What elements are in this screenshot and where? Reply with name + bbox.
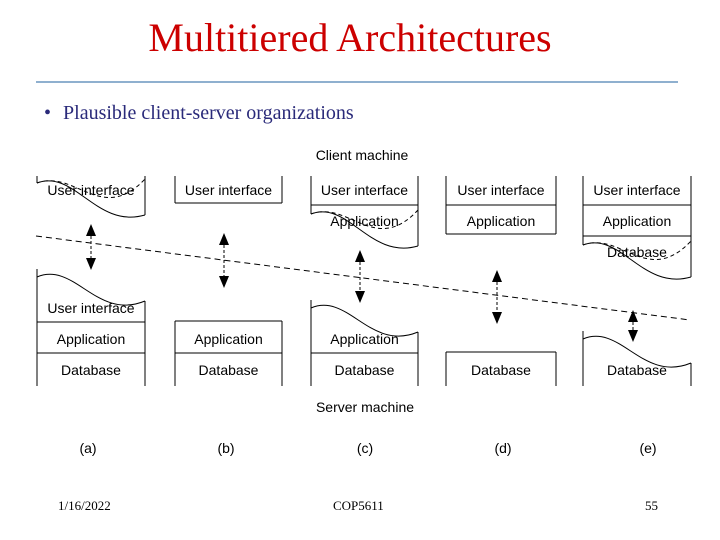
footer-course: COP5611 xyxy=(333,498,384,513)
column-caption: (e) xyxy=(639,440,656,456)
client-tier-user-interface: User interface xyxy=(321,182,408,198)
client-tier-user-interface: User interface xyxy=(47,182,134,198)
server-tier-database: Database xyxy=(199,362,259,378)
bullet-text: Plausible client-server organizations xyxy=(63,102,354,124)
footer-page: 55 xyxy=(645,498,658,513)
request-arrow-icon xyxy=(492,270,502,282)
footer-date: 1/16/2022 xyxy=(58,498,111,513)
slide-title: Multitiered Architectures xyxy=(148,15,552,60)
bullet-dot-icon: • xyxy=(44,102,52,124)
server-machine-label: Server machine xyxy=(316,399,414,415)
response-arrow-icon xyxy=(492,312,502,324)
response-arrow-icon xyxy=(219,276,229,288)
client-tier-application: Application xyxy=(467,213,536,229)
column-caption: (d) xyxy=(494,440,511,456)
client-tier-user-interface: User interface xyxy=(593,182,680,198)
client-tier-database: Database xyxy=(607,244,667,260)
request-arrow-icon xyxy=(355,250,365,262)
server-tier-user-interface: User interface xyxy=(47,300,134,316)
server-tier-application: Application xyxy=(330,331,399,347)
response-arrow-icon xyxy=(86,258,96,270)
server-split-curve xyxy=(310,304,419,337)
server-split-curve xyxy=(582,335,692,368)
server-tier-application: Application xyxy=(194,331,263,347)
server-tier-database: Database xyxy=(471,362,531,378)
server-tier-database: Database xyxy=(61,362,121,378)
response-arrow-icon xyxy=(355,291,365,303)
client-split-curve-dashed xyxy=(36,178,146,198)
client-split-curve xyxy=(582,242,692,280)
title-divider xyxy=(36,81,678,83)
request-arrow-icon xyxy=(628,310,638,322)
column-caption: (c) xyxy=(357,440,373,456)
bullet-item: • Plausible client-server organizations xyxy=(44,102,354,125)
request-arrow-icon xyxy=(86,224,96,236)
column-caption: (a) xyxy=(79,440,96,456)
column-caption: (b) xyxy=(217,440,234,456)
client-split-curve xyxy=(310,211,419,249)
client-split-curve-dashed xyxy=(582,240,692,260)
column-c: User interfaceApplicationApplicationData… xyxy=(310,176,419,456)
client-tier-application: Application xyxy=(603,213,672,229)
column-e: User interfaceApplicationDatabaseDatabas… xyxy=(582,176,692,456)
server-split-curve xyxy=(36,273,146,306)
server-tier-application: Application xyxy=(57,331,126,347)
client-machine-label: Client machine xyxy=(316,147,409,163)
client-split-curve xyxy=(36,180,146,218)
server-tier-database: Database xyxy=(335,362,395,378)
response-arrow-icon xyxy=(628,330,638,342)
client-tier-user-interface: User interface xyxy=(185,182,272,198)
server-tier-database: Database xyxy=(607,362,667,378)
client-tier-user-interface: User interface xyxy=(457,182,544,198)
request-arrow-icon xyxy=(219,233,229,245)
client-tier-application: Application xyxy=(330,213,399,229)
